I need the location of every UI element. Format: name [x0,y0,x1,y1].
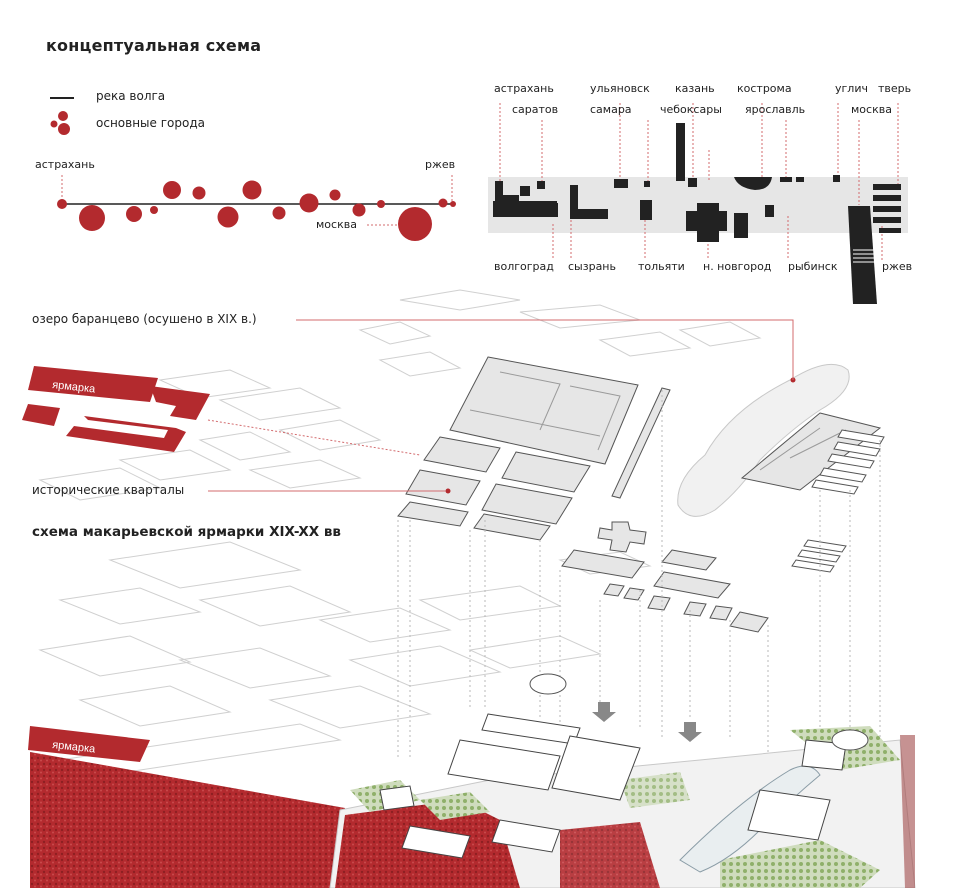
city-label-n-novgorod: н. новгород [703,260,772,273]
lake-barantsevo [677,363,850,517]
city-label-astrakhan: астрахань [494,82,554,95]
striped-blocks [791,429,885,573]
river-end-label: ржев [425,158,456,171]
city-label-moscow: москва [851,103,892,116]
fair-lower-label: ярмарка [52,739,97,756]
fair-leader-line [207,419,421,456]
lake-annotation: озеро баранцево (осушено в XIX в.) [32,312,257,326]
city-label-volgograd: волгоград [494,260,554,273]
diagram-subtitle: схема макарьевской ярмарки XIX-XX вв [32,524,341,540]
fair-upper-label: ярмарка [52,379,97,396]
city-label-rybinsk: рыбинск [788,260,838,273]
historic-quarters [397,356,882,633]
city-label-saratov: саратов [512,103,559,116]
city-label-kazan: казань [675,82,715,95]
legend-cities-label: основные города [96,116,205,130]
city-label-kostroma: кострома [737,82,792,95]
page-title: концептуальная схема [46,36,262,55]
legend-river-label: река волга [96,89,166,103]
city-label-ulyanovsk: ульяновск [590,82,650,95]
axonometric-linework [38,289,762,777]
river-line-diagram [57,175,456,241]
river-moscow-label: москва [316,218,357,231]
block-inner-lines [469,371,847,471]
fair-upper: ярмарка [22,366,210,452]
city-label-uglich: углич [835,82,868,95]
cities-strip [488,103,908,304]
historic-marker [445,488,451,494]
city-label-rzhev: ржев [882,260,913,273]
legend-river-swatch [50,97,74,99]
city-label-tver: тверь [878,82,912,95]
city-label-yaroslavl: ярославль [745,103,806,116]
historic-annotation: исторические кварталы [32,483,185,497]
city-label-samara: самара [590,103,632,116]
city-label-syzran: сызрань [568,260,616,273]
site-plan: ярмарка [28,673,916,888]
city-label-tolyatti: тольяти [638,260,685,273]
river-start-label: астрахань [35,158,95,171]
projection-lines [397,390,881,800]
legend-cities-swatch [50,111,70,135]
city-label-cheboksary: чебоксары [660,103,722,116]
lake-leader-line [296,319,794,380]
